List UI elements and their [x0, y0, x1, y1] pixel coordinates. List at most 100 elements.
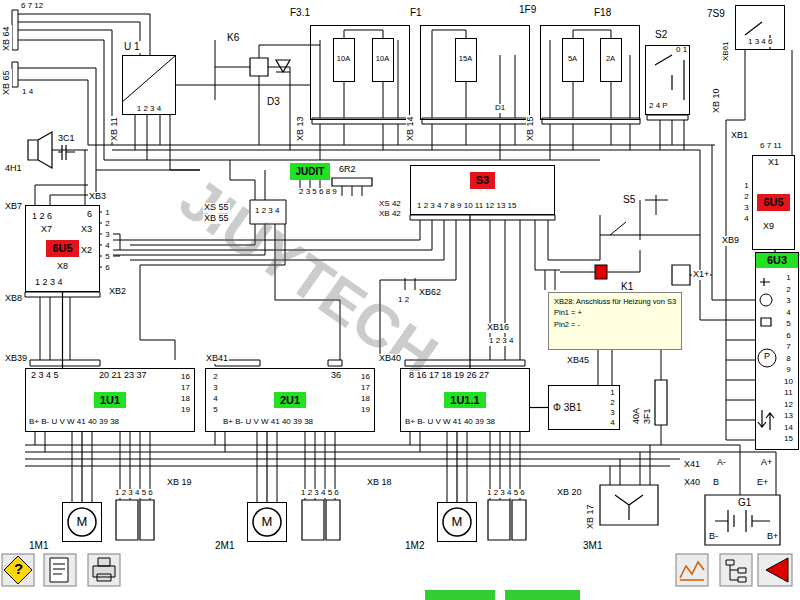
node-text: Pin1 = + — [554, 307, 676, 318]
node-text: M — [452, 515, 463, 530]
part-label: 0 1 — [675, 46, 688, 55]
part-label: 1 2 3 4 — [254, 207, 280, 216]
part-label: XB62 — [418, 288, 442, 298]
toolbar-button — [88, 554, 120, 586]
graph-icon — [680, 562, 704, 580]
part-label: 6 — [86, 210, 93, 220]
tree-icon — [726, 560, 746, 582]
part-label: B+ — [766, 532, 779, 542]
part-label: XB41 — [205, 354, 229, 364]
part-label: XB61 — [722, 40, 731, 62]
part-label: 1 2 6 — [31, 212, 53, 222]
wire-connector — [266, 432, 267, 502]
part-label: 1 3 4 6 — [747, 38, 773, 47]
fuse-block: F3.110A10A — [310, 25, 410, 120]
fuse: 5A — [562, 38, 584, 82]
part-label: XS 42 — [378, 200, 402, 209]
fuse-block: F115A — [420, 25, 530, 120]
wire-connector — [62, 292, 63, 368]
node-text: 5A — [568, 55, 577, 64]
toolbar-button — [2, 554, 34, 586]
part-label: 36 — [330, 371, 342, 381]
part-label: 2 4 P — [648, 102, 669, 111]
part-label: XB16 — [486, 323, 510, 333]
part-label: X2 — [80, 246, 93, 256]
part-label: X8 — [56, 262, 69, 272]
part-label: S5 — [622, 194, 636, 205]
toolbar-button — [676, 554, 708, 586]
box-heading: F18 — [593, 7, 612, 19]
motor-ring — [68, 508, 96, 536]
part-label: K1 — [620, 281, 634, 292]
part-label: XS 55 — [203, 203, 230, 213]
parking-icon — [758, 349, 776, 367]
part-label: 1 2 3 4 7 8 9 10 11 12 13 15 — [416, 202, 518, 211]
node-text: JUDIT — [296, 166, 325, 178]
part-label: G1 — [737, 497, 752, 508]
toolbar-button — [720, 554, 752, 586]
part-label: B+ B- U V W 41 40 39 38 — [404, 418, 496, 427]
motor-symbol: M — [62, 502, 102, 542]
motor-symbol: M — [247, 502, 287, 542]
motor-ring — [443, 508, 471, 536]
node-text: S3 — [470, 172, 495, 189]
component-symbol — [28, 22, 780, 545]
part-label: XB9 — [721, 236, 740, 246]
status-button — [505, 590, 580, 600]
label-box: JUDIT — [290, 163, 330, 180]
node-text: Pin2 = - — [554, 319, 676, 330]
part-label: 1F9 — [518, 4, 537, 15]
part-label: K6 — [226, 32, 240, 43]
node-text: 2U1 — [274, 392, 306, 409]
motor-symbol: M — [437, 502, 477, 542]
part-label: XB39 — [4, 354, 28, 364]
status-button — [425, 590, 495, 600]
node-text: Φ 3B1 — [553, 402, 582, 414]
printer-icon — [93, 558, 115, 581]
relay-coil — [595, 265, 607, 279]
part-label: X40 — [683, 478, 701, 488]
part-label: B+ B- U V W 41 40 39 38 — [222, 418, 314, 427]
icon-glyph: ? — [13, 561, 24, 578]
node-text: 10A — [376, 55, 389, 64]
part-label: B+ B- U V W 41 40 39 38 — [28, 418, 120, 427]
part-label: XB8 — [4, 294, 23, 304]
wire-connector — [469, 215, 470, 368]
part-label: 1 2 3 4 — [34, 278, 64, 288]
part-label: 6 7 11 — [759, 142, 783, 151]
back-icon — [766, 558, 788, 582]
node-text: M — [77, 515, 88, 530]
node-text: 1U1.1 — [444, 392, 485, 409]
wire-connector — [176, 84, 310, 85]
part-label: 1 2 3 4 5 6 — [300, 489, 340, 498]
part-label: 3C1 — [57, 134, 76, 144]
part-label: XB 11 — [110, 116, 120, 142]
part-label: XB3 — [88, 192, 107, 202]
part-label: 40A — [632, 407, 642, 425]
notes-icon — [50, 558, 68, 582]
fuse: 2A — [600, 38, 622, 82]
part-label: 1 2 3 4 5 6 — [114, 489, 154, 498]
part-label: 1M2 — [404, 540, 425, 551]
part-label: 2 3 5 6 8 9 — [298, 188, 338, 197]
part-label: XB 55 — [203, 214, 230, 224]
part-label: XB2 — [108, 287, 127, 297]
part-label: 6 7 12 — [20, 2, 44, 11]
part-label: XB 15 — [526, 115, 536, 142]
part-label: D3 — [266, 96, 281, 107]
part-label: XB40 — [378, 354, 402, 364]
part-label: 3F1 — [643, 407, 653, 425]
part-label: B- — [708, 532, 719, 542]
fuse-block: F185A2A — [540, 25, 640, 120]
part-label: X1+ — [692, 270, 710, 280]
box-heading: F1 — [409, 7, 423, 19]
diagonal-line — [123, 56, 175, 101]
wire-connector — [530, 407, 548, 408]
tooltip: XB28: Anschluss für Heizung von S3Pin1 =… — [548, 292, 682, 350]
part-label: XB7 — [4, 202, 23, 212]
wire — [18, 14, 792, 502]
node-text: M — [262, 515, 273, 530]
box-heading: U 1 — [123, 41, 141, 53]
part-label: 1 2 — [397, 296, 410, 305]
part-label: 1 2 3 4 5 6 7 8 9 10 11 12 13 14 15 — [783, 272, 794, 445]
